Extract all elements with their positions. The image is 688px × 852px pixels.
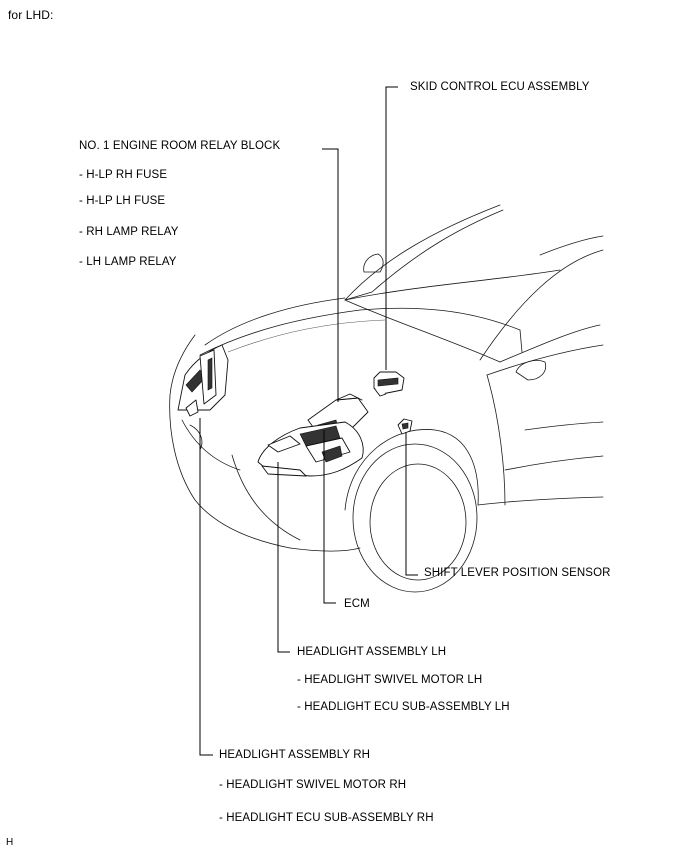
label-shift-lever-sensor: SHIFT LEVER POSITION SENSOR <box>424 567 611 579</box>
leader-relay-block <box>322 148 339 402</box>
leader-lines <box>199 86 418 756</box>
leader-skid-control-ecu <box>385 86 398 370</box>
label-ecm: ECM <box>344 598 370 610</box>
label-swivel-motor-rh: - HEADLIGHT SWIVEL MOTOR RH <box>219 779 407 791</box>
headlight-lh-part <box>257 421 364 477</box>
label-rh-lamp-relay: - RH LAMP RELAY <box>79 226 179 238</box>
label-lh-lamp-relay: - LH LAMP RELAY <box>79 256 177 268</box>
label-hlp-rh-fuse: - H-LP RH FUSE <box>79 169 168 181</box>
figure-code: H <box>6 837 14 848</box>
label-skid-control-ecu: SKID CONTROL ECU ASSEMBLY <box>410 81 590 93</box>
leader-headlight-lh <box>277 462 290 653</box>
label-relay-block: NO. 1 ENGINE ROOM RELAY BLOCK <box>79 140 281 152</box>
leader-shift-lever-sensor <box>405 432 418 576</box>
headlight-rh-part <box>177 344 229 417</box>
label-swivel-motor-lh: - HEADLIGHT SWIVEL MOTOR LH <box>297 674 483 686</box>
shift-lever-sensor-part <box>397 418 413 435</box>
label-ecu-sub-lh: - HEADLIGHT ECU SUB-ASSEMBLY LH <box>297 701 510 713</box>
label-hlp-lh-fuse: - H-LP LH FUSE <box>79 195 166 207</box>
page-title: for LHD: <box>8 8 54 22</box>
label-headlight-rh: HEADLIGHT ASSEMBLY RH <box>219 749 371 761</box>
car-body <box>169 204 604 593</box>
label-headlight-lh: HEADLIGHT ASSEMBLY LH <box>297 646 447 658</box>
leader-headlight-rh <box>199 418 213 756</box>
label-ecu-sub-rh: - HEADLIGHT ECU SUB-ASSEMBLY RH <box>219 812 434 824</box>
skid-control-ecu-part <box>373 371 405 397</box>
leader-ecm <box>323 430 336 604</box>
